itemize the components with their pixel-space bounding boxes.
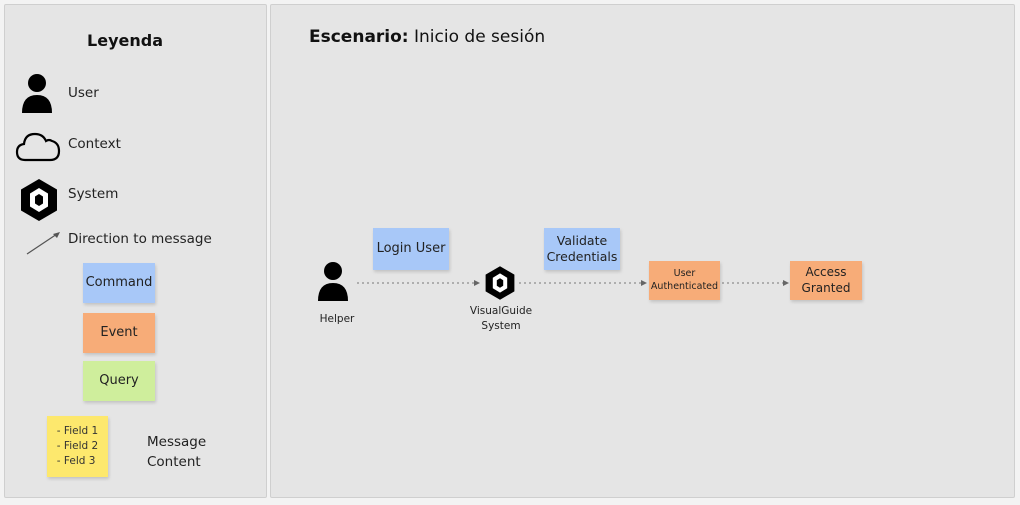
event-note-line2: Authenticated — [650, 280, 719, 292]
hexagon-system-icon — [21, 179, 57, 221]
message-field-1: - Field 1 — [56, 424, 99, 437]
legend-query-label: Query — [99, 372, 139, 388]
command-note: Login User — [373, 228, 449, 270]
legend-system-label: System — [68, 186, 119, 202]
message-content-label-line2: Content — [147, 453, 201, 470]
event-note-line1: Access — [805, 264, 847, 279]
cloud-icon — [15, 132, 61, 162]
user-icon — [22, 74, 52, 113]
legend-panel: Leyenda User Context System Direction to… — [4, 4, 267, 498]
legend-event-note: Event — [83, 313, 155, 353]
legend-query-note: Query — [83, 361, 155, 401]
scenario-title-name: Inicio de sesión — [414, 27, 546, 47]
actor-label: Helper — [319, 313, 355, 325]
scenario-title-prefix: Escenario: — [309, 27, 409, 47]
legend-command-note: Command — [83, 263, 155, 303]
flow-connectors — [357, 280, 789, 286]
system-label-line1: VisualGuide — [469, 305, 533, 317]
command-note-line2: Credentials — [546, 249, 618, 264]
message-field-3: - Feld 3 — [56, 455, 96, 468]
system-label-line2: System — [481, 319, 521, 332]
legend-context-label: Context — [68, 136, 121, 152]
scenario-panel: Escenario: Inicio de sesión Helper Visua… — [270, 4, 1015, 498]
legend-direction-label: Direction to message — [68, 231, 212, 247]
event-note-line2: Granted — [801, 280, 851, 295]
command-note-line1: Validate — [556, 232, 608, 248]
legend-title: Leyenda — [87, 31, 163, 50]
event-note: Access Granted — [790, 261, 862, 300]
message-content-label-line1: Message — [147, 434, 207, 450]
command-note-line1: Login User — [376, 240, 446, 256]
arrow-icon — [26, 232, 60, 255]
system-label: VisualGuide System — [460, 304, 542, 333]
hexagon-system-icon — [485, 266, 515, 300]
legend-event-label: Event — [100, 324, 138, 340]
legend-user-label: User — [68, 85, 99, 101]
user-icon — [318, 262, 348, 301]
message-field-2: - Field 2 — [56, 439, 99, 452]
message-content-sticky: - Field 1 - Field 2 - Feld 3 — [47, 416, 108, 477]
scenario-title: Escenario: Inicio de sesión — [309, 27, 545, 47]
event-note-line1: User — [673, 268, 696, 280]
event-note: User Authenticated — [649, 261, 720, 300]
legend-command-label: Command — [85, 274, 153, 290]
message-content-label: Message Content — [147, 433, 206, 472]
command-note: Validate Credentials — [544, 228, 620, 270]
